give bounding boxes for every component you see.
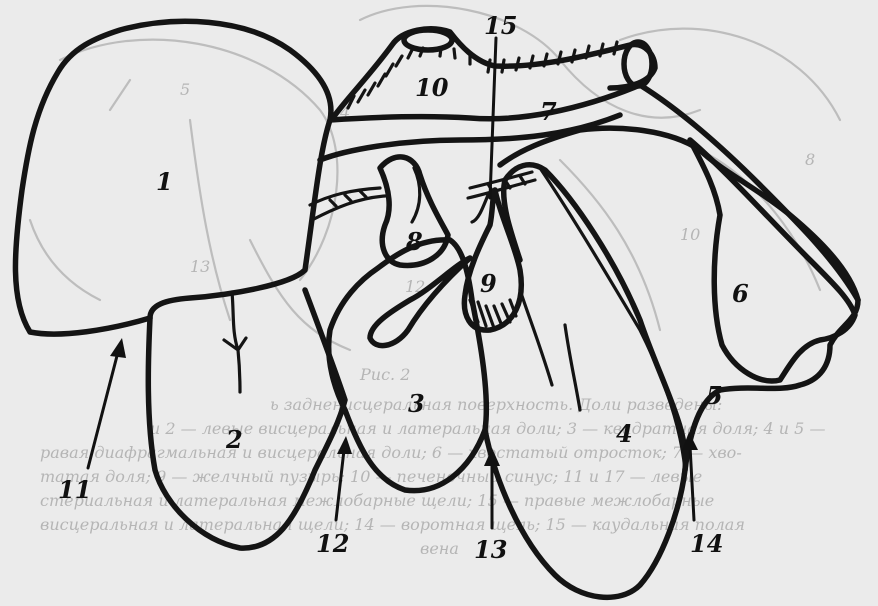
label-10: 10 <box>415 73 449 102</box>
label-7: 7 <box>540 97 557 126</box>
lobe-1-outline <box>15 21 331 334</box>
label-5: 5 <box>706 381 723 410</box>
label-8: 8 <box>405 227 423 256</box>
lobe-3-inner-fold <box>370 258 470 346</box>
vena-cava-opening-right <box>624 42 652 86</box>
lobe-2-vessel <box>224 292 246 392</box>
label-9: 9 <box>480 269 497 298</box>
label-1: 1 <box>156 167 173 196</box>
lobe-8-inner-line <box>412 168 420 222</box>
label-4: 4 <box>616 419 633 448</box>
bleed-glyph: 10 <box>680 225 700 244</box>
label-12: 12 <box>316 529 349 558</box>
arrow-11-head <box>110 338 126 358</box>
bleed-caption-line: татая доля; 9 — желчный пузырь; 10 — печ… <box>40 467 702 486</box>
bleed-caption-line: равая диафрагмальная и висцеральная доли… <box>40 443 742 462</box>
label-2: 2 <box>225 425 243 454</box>
bleed-caption-line: висцеральная и латеральная щели; 14 — во… <box>40 515 745 534</box>
vena-cava-opening-left <box>404 30 452 50</box>
portal-vessel-left <box>310 188 385 220</box>
bleed-glyph: 13 <box>190 257 210 276</box>
bleed-glyph: 5 <box>180 80 190 99</box>
bleed-caption-heading: Рис. 2 <box>359 365 410 384</box>
label-14: 14 <box>690 529 723 558</box>
gallbladder-duct <box>472 195 488 222</box>
label-15: 15 <box>484 11 517 40</box>
lobe-7-lower-edge <box>320 115 620 160</box>
label-6: 6 <box>732 279 749 308</box>
label-13: 13 <box>474 535 507 564</box>
label-3: 3 <box>408 389 425 418</box>
lobe-4-inner-line-2 <box>520 290 552 385</box>
bleed-caption-line: вена <box>420 539 459 558</box>
bleed-glyph: 8 <box>805 150 815 169</box>
bleed-caption-line: стериальная и латеральная межлобарные ще… <box>40 491 714 510</box>
label-11: 11 <box>58 475 91 504</box>
